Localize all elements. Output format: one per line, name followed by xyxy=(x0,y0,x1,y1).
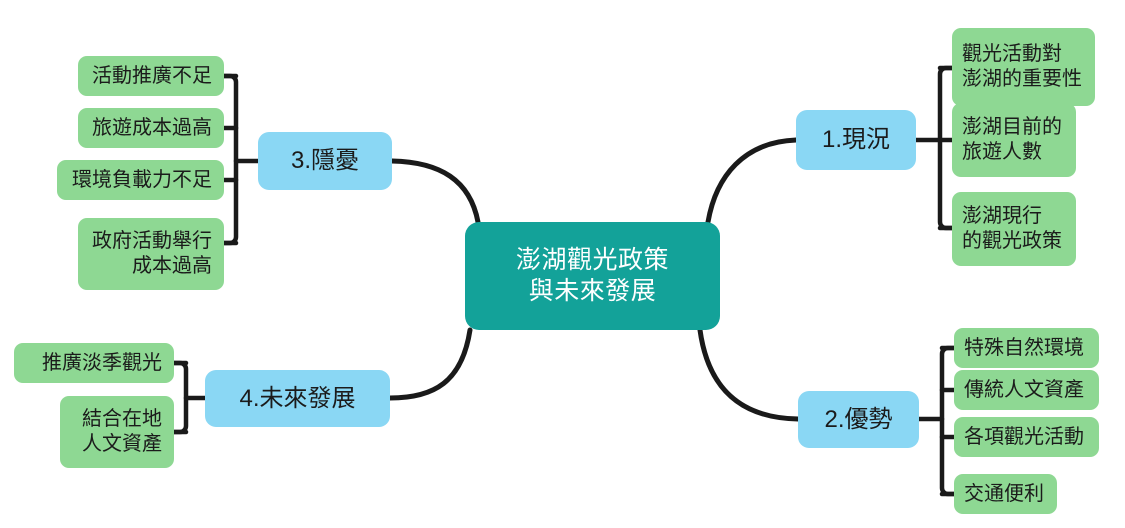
branch-node-2[interactable]: 2.優勢 xyxy=(798,391,919,448)
edge-root-to-branch-2 xyxy=(697,327,801,422)
root-node[interactable]: 澎湖觀光政策 與未來發展 xyxy=(465,222,720,330)
leaf-node-2-1[interactable]: 特殊自然環境 xyxy=(954,328,1099,368)
branch-node-1[interactable]: 1.現況 xyxy=(796,110,916,170)
edge-root-to-branch-1 xyxy=(705,137,799,225)
branch-node-3[interactable]: 3.隱憂 xyxy=(258,132,392,190)
bracket-branch-4 xyxy=(171,360,208,435)
leaf-node-3-2[interactable]: 旅遊成本過高 xyxy=(78,108,224,148)
leaf-node-3-3[interactable]: 環境負載力不足 xyxy=(57,160,224,200)
leaf-node-2-4[interactable]: 交通便利 xyxy=(954,474,1057,514)
leaf-node-1-3[interactable]: 澎湖現行 的觀光政策 xyxy=(952,192,1076,266)
branch-node-4[interactable]: 4.未來發展 xyxy=(205,370,390,427)
leaf-node-2-2[interactable]: 傳統人文資產 xyxy=(954,370,1099,410)
bracket-branch-1 xyxy=(913,65,955,231)
leaf-node-3-1[interactable]: 活動推廣不足 xyxy=(78,56,224,96)
leaf-node-1-2[interactable]: 澎湖目前的 旅遊人數 xyxy=(952,103,1076,177)
bracket-branch-2 xyxy=(916,345,957,497)
bracket-branch-3 xyxy=(221,73,261,246)
leaf-node-2-3[interactable]: 各項觀光活動 xyxy=(954,417,1099,457)
leaf-node-3-4[interactable]: 政府活動舉行 成本過高 xyxy=(78,218,224,290)
leaf-node-1-1[interactable]: 觀光活動對 澎湖的重要性 xyxy=(952,28,1095,106)
edge-root-to-branch-3 xyxy=(389,158,481,225)
leaf-node-4-2[interactable]: 結合在地 人文資產 xyxy=(60,396,174,468)
edge-root-to-branch-4 xyxy=(387,327,473,401)
leaf-node-4-1[interactable]: 推廣淡季觀光 xyxy=(14,343,174,383)
